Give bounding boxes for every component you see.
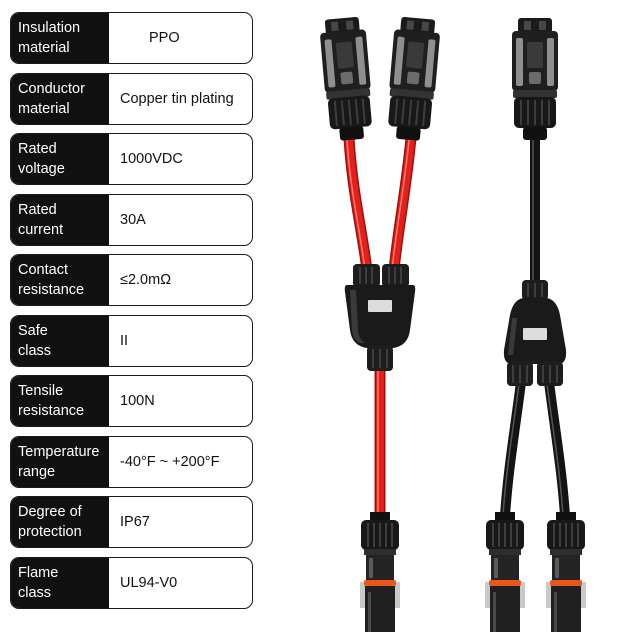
spec-label-line: Rated: [18, 141, 57, 157]
spec-label-line: current: [18, 221, 64, 238]
spec-value: PPO: [149, 30, 180, 46]
junction-label-plate: [368, 300, 392, 312]
spec-value: Copper tin plating: [120, 90, 234, 107]
spec-label: Flame class: [11, 557, 109, 608]
spec-table: Insulation material PPO Conductor materi…: [10, 12, 253, 609]
spec-label-line: Contact: [18, 262, 68, 278]
red-cable-segments: [343, 132, 417, 522]
spec-label-line: Temperature: [18, 443, 100, 460]
spec-row-safe-class: Safe class II: [10, 314, 253, 367]
spec-label-line: Insulation: [18, 20, 81, 36]
spec-label: Insulation material: [11, 13, 109, 63]
spec-value: -40°F ~ +200°F: [120, 453, 220, 470]
spec-label: Temperature range: [11, 436, 109, 487]
spec-label-line: class: [18, 342, 52, 359]
spec-value: UL94-V0: [120, 574, 178, 591]
spec-row-contact-resistance: Contact resistance ≤2.0mΩ: [10, 254, 253, 306]
spec-label-line: Safe: [18, 322, 48, 339]
red-top-left-connector: [317, 15, 377, 143]
spec-label: Tensile resistance: [11, 376, 109, 426]
spec-row-rated-current: Rated current 30A: [10, 193, 253, 246]
black-bottom-right-connector: [545, 511, 587, 632]
spec-label-line: Tensile: [18, 383, 64, 399]
black-cable-segments: [500, 133, 570, 521]
spec-value: 30A: [120, 211, 146, 228]
spec-label-line: resistance: [18, 282, 85, 298]
spec-row-insulation-material: Insulation material PPO: [10, 12, 253, 64]
black-y-branch-cable: [484, 17, 587, 632]
spec-label-line: Rated: [18, 201, 57, 218]
spec-row-flame-class: Flame class UL94-V0: [10, 556, 253, 609]
spec-label: Rated voltage: [11, 134, 109, 184]
spec-label: Conductor material: [11, 73, 109, 124]
spec-label: Degree of protection: [11, 497, 109, 547]
spec-label: Contact resistance: [11, 255, 109, 305]
spec-label-line: protection: [18, 524, 82, 540]
spec-value: II: [120, 332, 129, 349]
spec-label-line: Flame: [18, 564, 59, 581]
spec-label-line: material: [18, 100, 70, 117]
black-top-connector: [511, 17, 559, 141]
spec-label-line: range: [18, 463, 56, 480]
spec-value: 1000VDC: [120, 151, 183, 167]
spec-row-degree-of-protection: Degree of protection IP67: [10, 496, 253, 548]
spec-value: ≤2.0mΩ: [120, 272, 172, 288]
spec-row-temperature-range: Temperature range -40°F ~ +200°F: [10, 435, 253, 488]
spec-value: IP67: [120, 514, 150, 530]
spec-label-line: resistance: [18, 403, 85, 419]
spec-label-line: class: [18, 584, 52, 601]
red-top-right-connector: [383, 15, 443, 143]
spec-row-conductor-material: Conductor material Copper tin plating: [10, 72, 253, 125]
spec-value: 100N: [120, 393, 155, 409]
spec-row-tensile-resistance: Tensile resistance 100N: [10, 375, 253, 427]
spec-label-line: Degree of: [18, 504, 82, 520]
spec-label-line: voltage: [18, 161, 65, 177]
red-branch-junction: [344, 264, 416, 371]
red-y-branch-cable: [317, 15, 443, 632]
black-branch-junction: [503, 280, 567, 386]
spec-label: Rated current: [11, 194, 109, 245]
spec-label: Safe class: [11, 315, 109, 366]
spec-label-line: Conductor: [18, 80, 85, 97]
junction-label-plate: [523, 328, 547, 340]
spec-label-line: material: [18, 40, 70, 56]
black-bottom-left-connector: [484, 511, 526, 632]
y-branch-cable-illustration: [317, 15, 587, 632]
red-bottom-connector: [359, 511, 401, 632]
spec-row-rated-voltage: Rated voltage 1000VDC: [10, 133, 253, 185]
